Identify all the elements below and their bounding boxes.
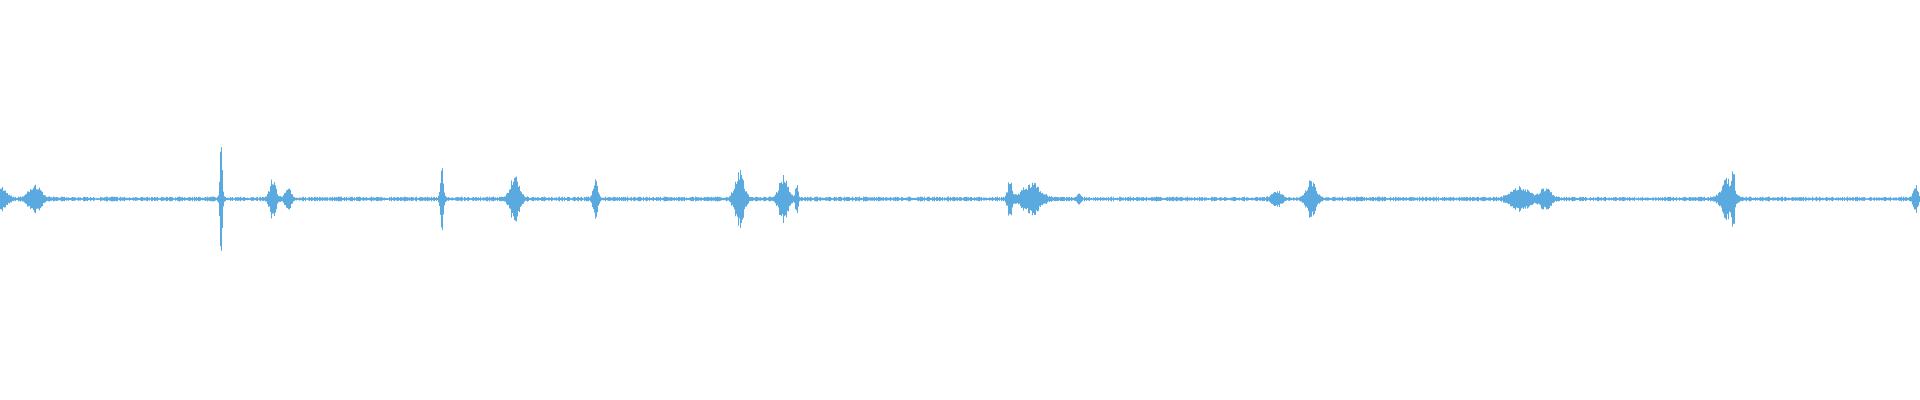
waveform-trace	[0, 147, 1920, 251]
